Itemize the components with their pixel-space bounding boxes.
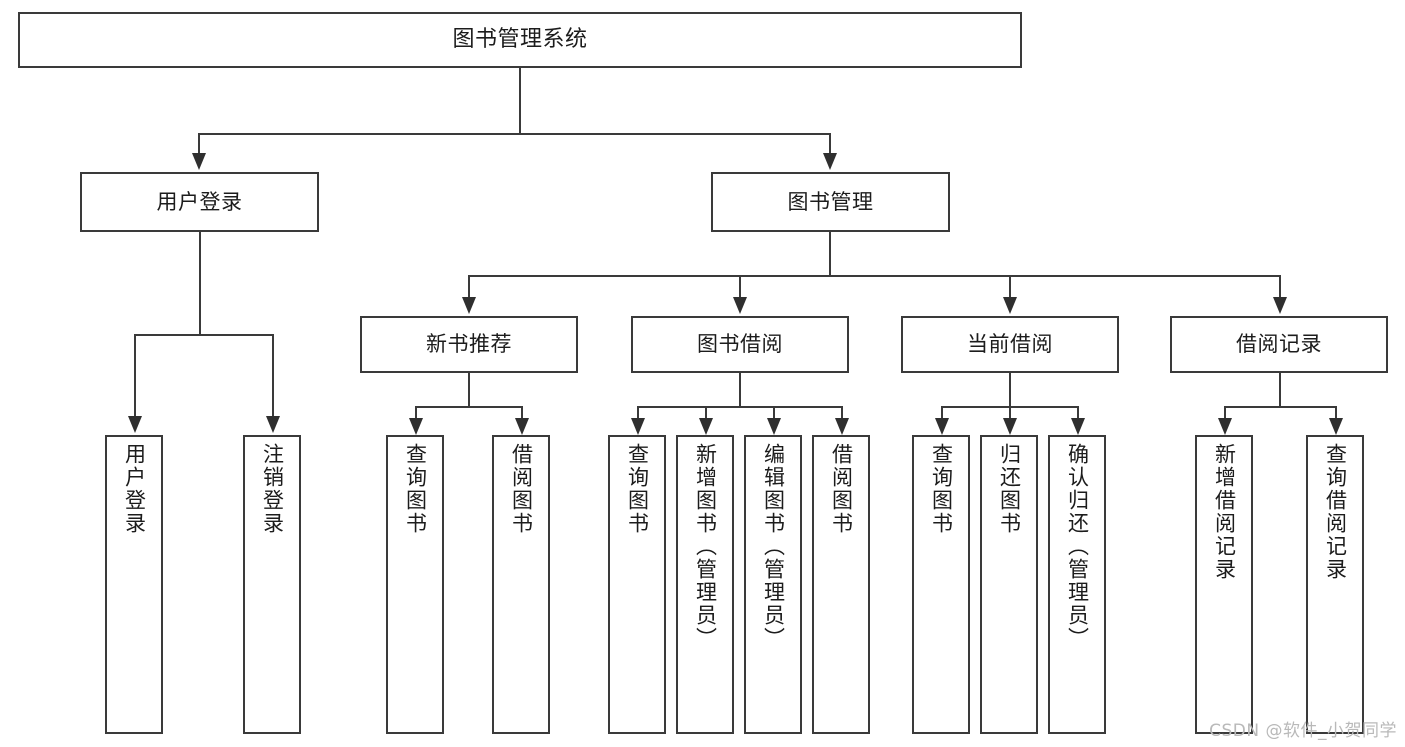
node-leaf-query-record[interactable]: 查询借阅记录	[1306, 435, 1364, 734]
connector-bm-drop-new-book	[468, 275, 470, 297]
node-leaf-borrow-book-1[interactable]: 借阅图书	[492, 435, 550, 734]
node-label: 图书管理	[787, 189, 874, 214]
connector-user-login-drop-1	[134, 334, 136, 416]
arrow-to-leaf-borrow-book-2	[835, 418, 849, 435]
node-book-borrow[interactable]: 图书借阅	[631, 316, 849, 373]
arrow-to-leaf-query-book-1	[409, 418, 423, 435]
arrow-to-leaf-user-login	[128, 416, 142, 433]
node-leaf-edit-book[interactable]: 编辑图书（管理员）	[744, 435, 802, 734]
connector-current-borrow-drop-3	[1077, 406, 1079, 418]
node-label: 图书管理系统	[452, 27, 588, 53]
connector-borrow-record-drop-2	[1335, 406, 1337, 418]
node-label: 查询图书	[403, 443, 428, 535]
node-label: 确认归还（管理员）	[1065, 443, 1090, 650]
arrow-to-leaf-query-book-3	[935, 418, 949, 435]
node-label: 借阅图书	[509, 443, 534, 535]
connector-book-borrow-drop-3	[773, 406, 775, 418]
connector-new-book-drop-2	[521, 406, 523, 418]
connector-borrow-record-bar	[1224, 406, 1335, 408]
node-label: 用户登录	[156, 189, 243, 214]
connector-root-bar	[198, 133, 830, 135]
node-leaf-query-book-3[interactable]: 查询图书	[912, 435, 970, 734]
connector-new-book-stem	[468, 373, 470, 407]
arrow-to-leaf-edit-book	[767, 418, 781, 435]
node-leaf-return-book[interactable]: 归还图书	[980, 435, 1038, 734]
arrow-to-leaf-add-book	[699, 418, 713, 435]
connector-borrow-record-stem	[1279, 373, 1281, 407]
node-leaf-borrow-book-2[interactable]: 借阅图书	[812, 435, 870, 734]
node-label: 借阅记录	[1236, 332, 1322, 357]
arrow-to-leaf-return-book	[1003, 418, 1017, 435]
arrow-to-current-borrow	[1003, 297, 1017, 314]
arrow-to-leaf-logout	[266, 416, 280, 433]
arrow-to-leaf-add-record	[1218, 418, 1232, 435]
connector-root-stem	[519, 68, 521, 134]
arrow-root-to-user-login	[192, 153, 206, 170]
node-borrow-record[interactable]: 借阅记录	[1170, 316, 1388, 373]
connector-current-borrow-drop-1	[941, 406, 943, 418]
connector-book-borrow-bar	[637, 406, 842, 408]
connector-book-borrow-drop-4	[841, 406, 843, 418]
connector-bm-drop-book-borrow	[739, 275, 741, 297]
arrow-to-book-borrow	[733, 297, 747, 314]
node-leaf-confirm-return[interactable]: 确认归还（管理员）	[1048, 435, 1106, 734]
node-label: 当前借阅	[967, 332, 1053, 357]
node-book-management[interactable]: 图书管理	[711, 172, 950, 232]
node-label: 查询图书	[625, 443, 650, 535]
node-label: 新书推荐	[426, 332, 512, 357]
connector-current-borrow-drop-2	[1009, 406, 1011, 418]
connector-book-borrow-drop-2	[705, 406, 707, 418]
arrow-root-to-book-management	[823, 153, 837, 170]
node-label: 查询借阅记录	[1323, 443, 1348, 581]
node-label: 编辑图书（管理员）	[761, 443, 786, 650]
node-leaf-user-login[interactable]: 用户登录	[105, 435, 163, 734]
arrow-to-leaf-query-book-2	[631, 418, 645, 435]
connector-new-book-drop-1	[415, 406, 417, 418]
connector-book-management-bar	[468, 275, 1280, 277]
connector-root-to-book-management	[829, 133, 831, 153]
connector-root-to-user-login	[198, 133, 200, 153]
node-label: 查询图书	[929, 443, 954, 535]
node-current-borrow[interactable]: 当前借阅	[901, 316, 1119, 373]
node-label: 借阅图书	[829, 443, 854, 535]
connector-current-borrow-stem	[1009, 373, 1011, 407]
node-leaf-query-book-2[interactable]: 查询图书	[608, 435, 666, 734]
node-leaf-add-record[interactable]: 新增借阅记录	[1195, 435, 1253, 734]
connector-borrow-record-drop-1	[1224, 406, 1226, 418]
node-label: 新增借阅记录	[1212, 443, 1237, 581]
connector-bm-drop-borrow-record	[1279, 275, 1281, 297]
node-leaf-logout[interactable]: 注销登录	[243, 435, 301, 734]
connector-book-borrow-drop-1	[637, 406, 639, 418]
node-label: 用户登录	[122, 443, 147, 535]
connector-new-book-bar	[415, 406, 522, 408]
arrow-to-leaf-confirm-return	[1071, 418, 1085, 435]
connector-user-login-bar	[134, 334, 273, 336]
node-label: 注销登录	[260, 443, 285, 535]
node-leaf-add-book[interactable]: 新增图书（管理员）	[676, 435, 734, 734]
node-leaf-query-book-1[interactable]: 查询图书	[386, 435, 444, 734]
connector-book-management-stem	[829, 232, 831, 276]
node-user-login[interactable]: 用户登录	[80, 172, 319, 232]
connector-user-login-drop-2	[272, 334, 274, 416]
connector-user-login-stem	[199, 232, 201, 335]
connector-bm-drop-current-borrow	[1009, 275, 1011, 297]
node-label: 归还图书	[997, 443, 1022, 535]
node-root-system[interactable]: 图书管理系统	[18, 12, 1022, 68]
arrow-to-borrow-record	[1273, 297, 1287, 314]
node-label: 新增图书（管理员）	[693, 443, 718, 650]
connector-book-borrow-stem	[739, 373, 741, 407]
arrow-to-new-book-recommend	[462, 297, 476, 314]
arrow-to-leaf-query-record	[1329, 418, 1343, 435]
node-new-book-recommend[interactable]: 新书推荐	[360, 316, 578, 373]
arrow-to-leaf-borrow-book-1	[515, 418, 529, 435]
node-label: 图书借阅	[697, 332, 783, 357]
